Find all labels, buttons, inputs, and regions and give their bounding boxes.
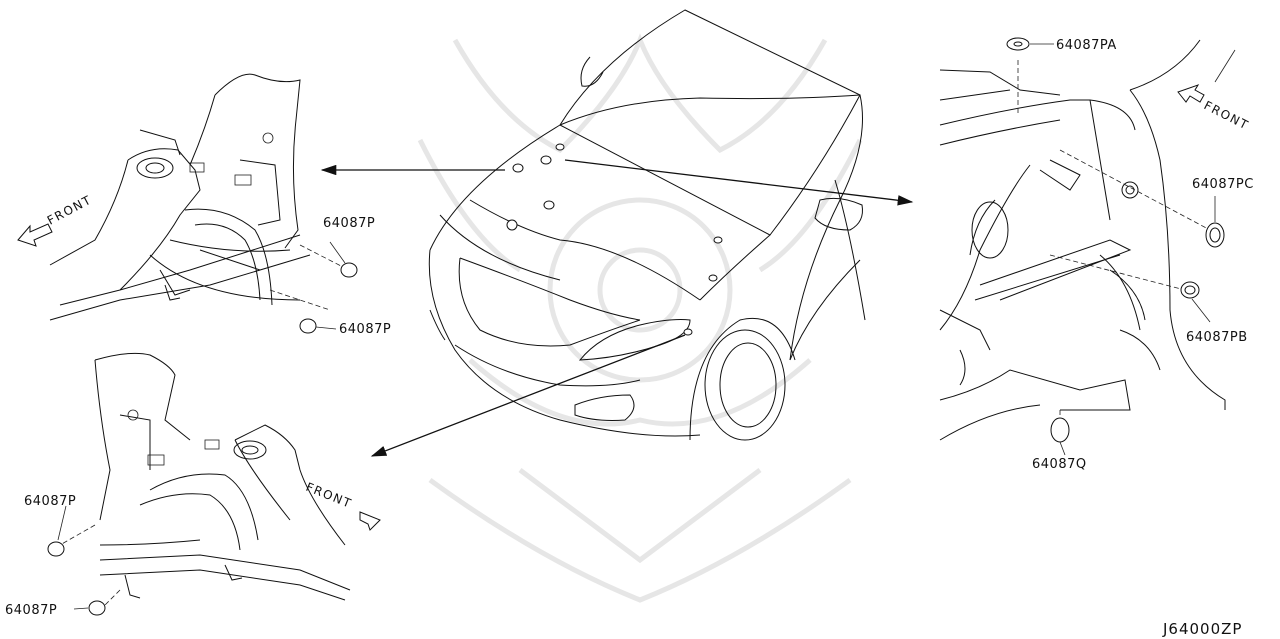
plug-64087p-top-1 (340, 262, 358, 278)
right-assembly: 64087PA 64087PC 64087PB 64087Q FRONT (939, 37, 1254, 472)
front-label: FRONT (45, 193, 94, 228)
front-direction-arrow: FRONT (304, 480, 381, 531)
callout-64087pc: 64087PC (1192, 177, 1254, 192)
front-direction-arrow: FRONT (17, 193, 94, 247)
callout-64087p: 64087P (339, 322, 391, 337)
callout-64087pb: 64087PB (1186, 330, 1248, 345)
callout-64087p: 64087P (24, 494, 76, 509)
front-label: FRONT (1202, 98, 1252, 132)
plug-64087q (1050, 417, 1070, 443)
plug-64087p-top-2 (299, 318, 317, 334)
top-left-assembly: 64087P 64087P FRONT (17, 73, 391, 337)
bottom-left-assembly: 64087P 64087P FRONT (5, 352, 381, 618)
vehicle-front-view (428, 9, 866, 441)
front-direction-arrow: FRONT (1177, 49, 1252, 133)
callout-64087p: 64087P (323, 216, 375, 231)
front-label: FRONT (304, 480, 354, 511)
callout-64087pa: 64087PA (1056, 38, 1117, 53)
watermark-emblem (417, 33, 863, 603)
callout-64087p: 64087P (5, 603, 57, 618)
callout-64087q: 64087Q (1032, 457, 1087, 472)
diagram-code: J64000ZP (1162, 620, 1242, 638)
plug-64087p-bottom-1 (47, 541, 65, 557)
plug-64087p-bottom-2 (88, 600, 106, 616)
leader-arrows (320, 159, 914, 457)
